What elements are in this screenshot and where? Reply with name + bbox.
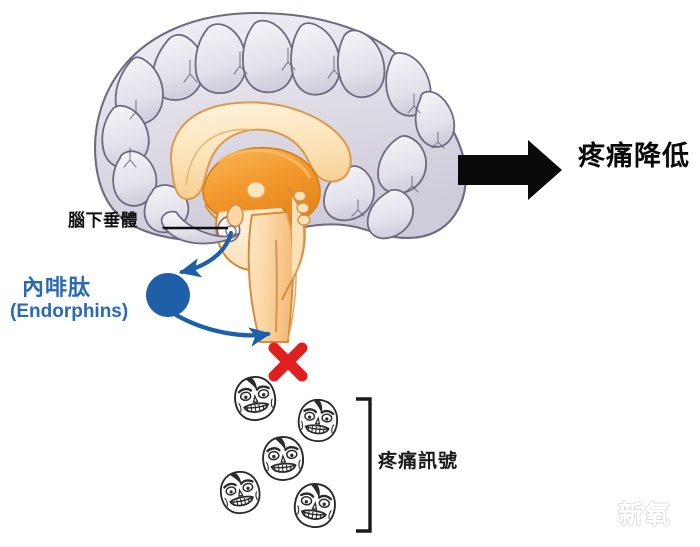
endorphin-block-arrow: [173, 312, 272, 347]
pain-signal-label: 疼痛訊號: [378, 451, 459, 472]
pain-reduced-block-arrow: [458, 140, 562, 200]
block-x-mark: [268, 342, 308, 382]
endorphin-label-group: 內啡肽 (Endorphins): [10, 275, 128, 323]
endorphin-molecule-circle: [146, 273, 190, 317]
endorphin-label-en: (Endorphins): [10, 301, 129, 323]
corpus-callosum: [170, 101, 352, 201]
pain-signal-bracket: [356, 397, 372, 533]
massa-intermedia: [246, 181, 266, 199]
brainstem: [247, 187, 311, 343]
endorphin-release-arrow: [178, 230, 234, 278]
pain-reduced-label: 疼痛降低: [578, 141, 690, 171]
source-watermark: 新氧: [618, 501, 673, 529]
temporal-lobe: [160, 210, 241, 245]
pituitary-gland-label: 腦下垂體: [68, 211, 138, 230]
endorphin-label-zh: 內啡肽: [22, 275, 92, 300]
